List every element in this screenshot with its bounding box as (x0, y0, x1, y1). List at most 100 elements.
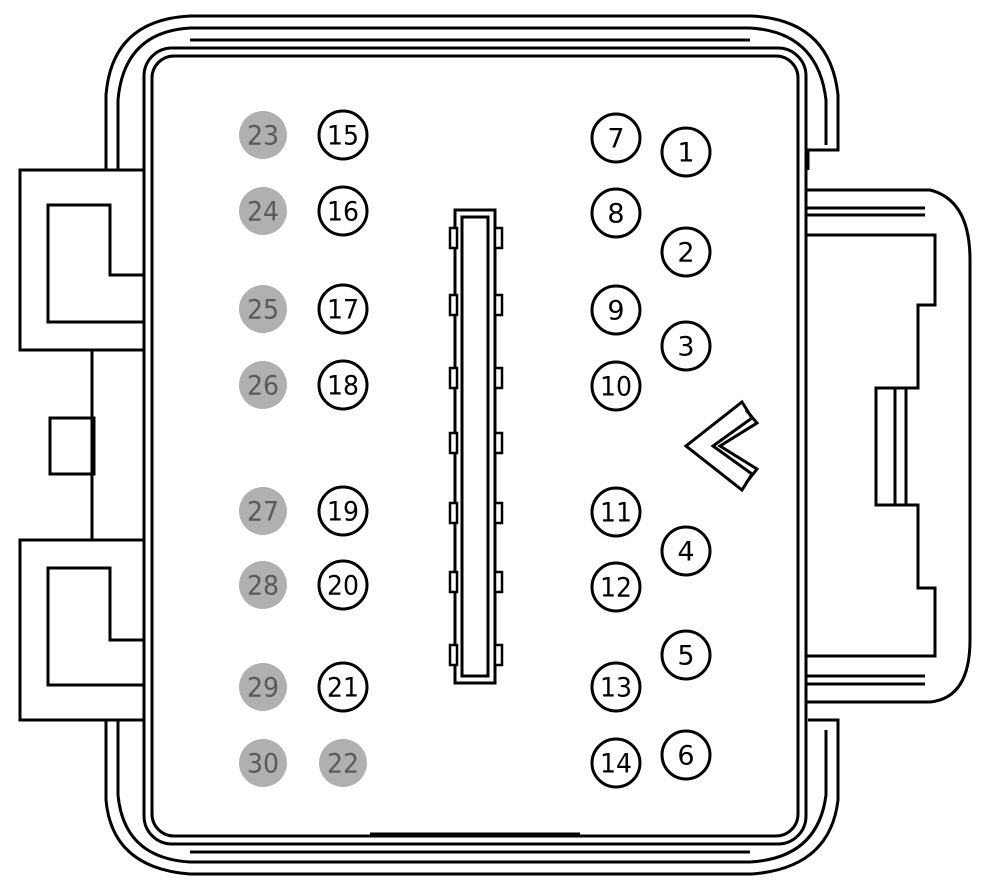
pin-circle (590, 737, 642, 789)
pin-label: 15 (327, 121, 359, 152)
keyway-tooth (493, 570, 504, 594)
keyway-tooth (493, 366, 504, 390)
pin-circle (239, 739, 287, 787)
left-latch (18, 168, 144, 722)
keyway-tooth (448, 570, 459, 594)
keyway-tooth (493, 643, 504, 667)
pin-10: 10 (590, 360, 642, 412)
pin-label: 25 (247, 295, 279, 326)
pin-15: 15 (317, 109, 369, 161)
pin-13: 13 (590, 661, 642, 713)
pin-label: 1 (677, 138, 694, 169)
pin-label: 20 (327, 571, 359, 602)
pin-4: 4 (660, 525, 712, 577)
pin-circle (317, 185, 369, 237)
pin-label: 30 (247, 749, 279, 780)
pin-8: 8 (590, 187, 642, 239)
pin-circle (660, 729, 712, 781)
pin-14: 14 (590, 737, 642, 789)
pin-24: 24 (239, 187, 287, 235)
pin-circle (590, 486, 642, 538)
pin-label: 19 (327, 497, 359, 528)
pin-label: 16 (327, 197, 359, 228)
keyway-tooth (493, 431, 504, 455)
pin-17: 17 (317, 283, 369, 335)
pin-16: 16 (317, 185, 369, 237)
pin-label: 9 (607, 296, 624, 327)
pin-circle (317, 359, 369, 411)
pin-20: 20 (317, 559, 369, 611)
keyway-tooth (448, 293, 459, 317)
pin-circle (319, 739, 367, 787)
pin-label: 2 (677, 238, 694, 269)
keyway-tooth (448, 366, 459, 390)
keyway-tooth (493, 226, 504, 250)
pin-circle (317, 283, 369, 335)
pin-12: 12 (590, 561, 642, 613)
pin-label: 29 (247, 673, 279, 704)
pin-label: 5 (677, 641, 694, 672)
pin-26: 26 (239, 361, 287, 409)
pin-circle (239, 111, 287, 159)
pin-label: 3 (677, 332, 694, 363)
pin-6: 6 (660, 729, 712, 781)
keyway-tooth (448, 643, 459, 667)
pin-label: 12 (600, 573, 632, 604)
pin-label: 8 (607, 199, 624, 230)
right-latch (806, 188, 972, 704)
pin-2: 2 (660, 226, 712, 278)
pin-28: 28 (239, 561, 287, 609)
keyway-tooth (493, 501, 504, 525)
pin-label: 11 (600, 498, 632, 529)
keyway-tooth (448, 501, 459, 525)
pin-circle (660, 126, 712, 178)
pin-11: 11 (590, 486, 642, 538)
pin-5: 5 (660, 629, 712, 681)
pin-30: 30 (239, 739, 287, 787)
pin-23: 23 (239, 111, 287, 159)
pin-29: 29 (239, 663, 287, 711)
pin-label: 4 (677, 537, 694, 568)
pin-circle (590, 284, 642, 336)
pin-label: 26 (247, 371, 279, 402)
pin-label: 13 (600, 673, 632, 704)
pin-3: 3 (660, 320, 712, 372)
keyway-tooth (448, 226, 459, 250)
pin-circle (239, 487, 287, 535)
pin-7: 7 (590, 112, 642, 164)
pin-9: 9 (590, 284, 642, 336)
polarization-arrow-icon (683, 399, 760, 493)
pin-circle (317, 661, 369, 713)
pin-1: 1 (660, 126, 712, 178)
pin-circle (590, 112, 642, 164)
pin-circle (317, 485, 369, 537)
housing-outline (104, 14, 840, 876)
keyway-tooth (448, 431, 459, 455)
pin-circle (590, 561, 642, 613)
pin-circle (590, 187, 642, 239)
pin-circle (590, 661, 642, 713)
pin-circle (317, 559, 369, 611)
pin-layer: 1234567891011121314151617181920212223242… (239, 109, 712, 789)
pin-circle (317, 109, 369, 161)
pin-label: 7 (607, 124, 624, 155)
pin-circle (239, 663, 287, 711)
pin-label: 14 (600, 749, 632, 780)
pin-circle (660, 629, 712, 681)
pin-circle (239, 561, 287, 609)
pin-21: 21 (317, 661, 369, 713)
pin-label: 23 (247, 121, 279, 152)
pin-circle (239, 285, 287, 333)
pin-label: 6 (677, 741, 694, 772)
keyway-tooth (493, 293, 504, 317)
pin-label: 18 (327, 371, 359, 402)
pin-22: 22 (319, 739, 367, 787)
pin-circle (239, 361, 287, 409)
pin-label: 27 (247, 497, 279, 528)
pin-25: 25 (239, 285, 287, 333)
keyway-teeth (448, 226, 504, 667)
pin-circle (239, 187, 287, 235)
pin-circle (660, 525, 712, 577)
